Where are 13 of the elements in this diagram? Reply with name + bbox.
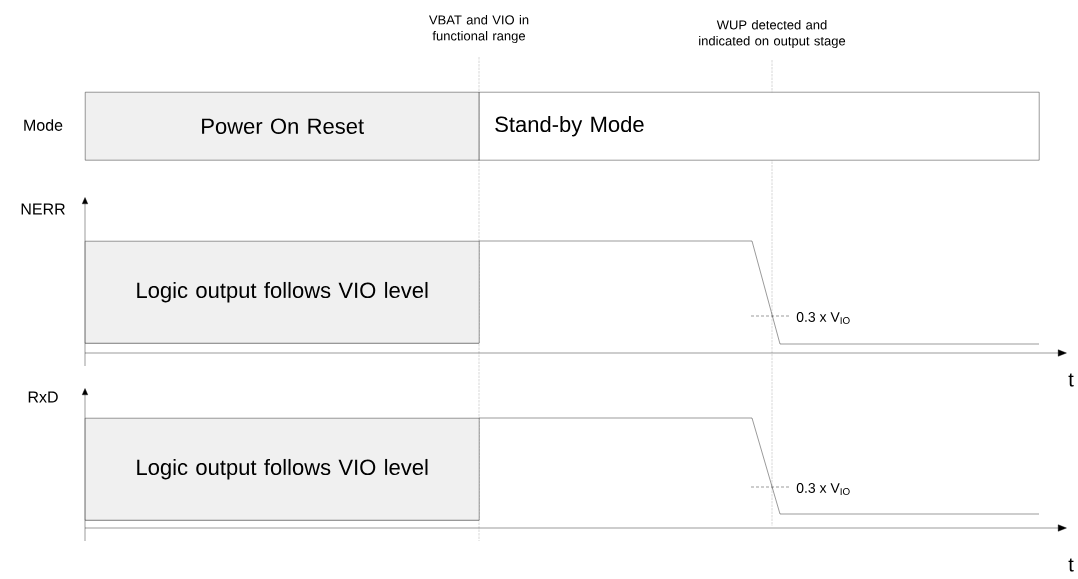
axis-label: NERR bbox=[21, 203, 65, 215]
axis-label: t bbox=[1068, 558, 1074, 572]
signal-box: Stand-by Mode bbox=[479, 92, 1040, 161]
threshold-label: 0.3 x V$_{IO}$ bbox=[796, 312, 850, 324]
event-annotation: VBAT and VIO in functional range bbox=[429, 14, 529, 44]
signal-box: Logic output follows VIO level bbox=[85, 418, 480, 521]
signal-box: Power On Reset bbox=[85, 92, 480, 161]
event-annotation: WUP detected and indicated on output stage bbox=[699, 19, 846, 49]
threshold-label: 0.3 x V$_{IO}$ bbox=[796, 483, 850, 495]
row-label: Mode bbox=[24, 119, 63, 131]
axis-label: RxD bbox=[28, 391, 58, 403]
axis-label: t bbox=[1068, 373, 1074, 387]
signal-box: Logic output follows VIO level bbox=[85, 241, 480, 344]
